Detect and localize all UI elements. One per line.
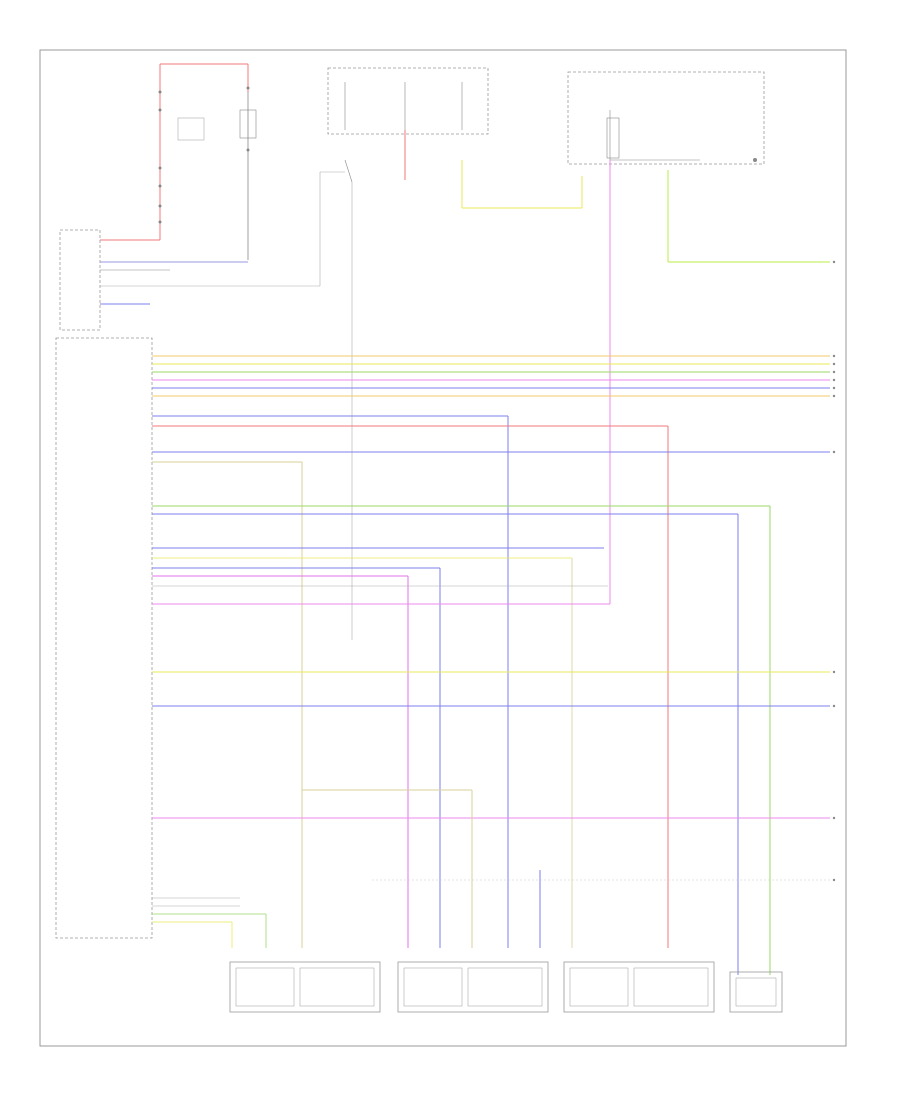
component-2 [397, 961, 549, 1013]
top-right-relay-block [567, 71, 830, 604]
left-module-connector [55, 337, 153, 939]
component-4 [729, 971, 783, 1013]
diagram-frame [39, 49, 847, 1047]
right-terminals [832, 260, 836, 882]
top-left-fuse-block [59, 63, 345, 331]
harness-wires [152, 355, 830, 975]
component-3 [563, 961, 715, 1013]
component-1 [229, 961, 381, 1013]
top-center-fuse-panel [327, 67, 583, 640]
